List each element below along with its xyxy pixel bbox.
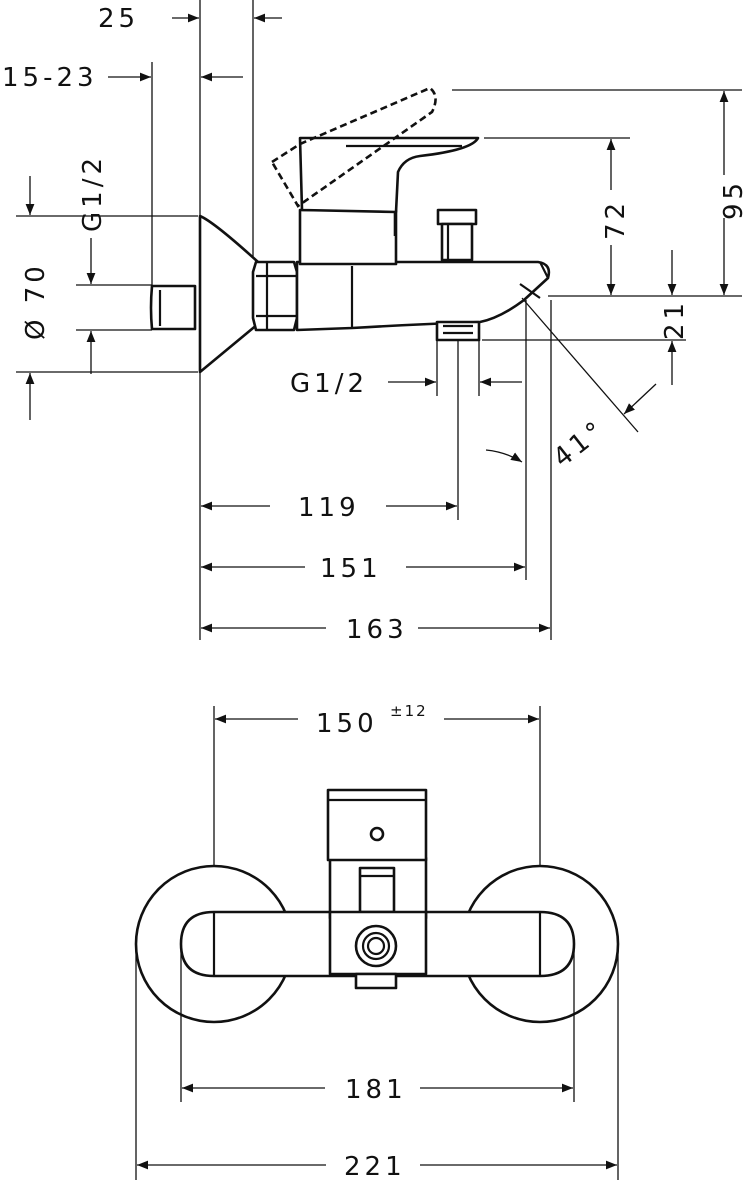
lever-raised-outline: [270, 86, 437, 208]
dim-163: 163: [201, 615, 550, 645]
dim-15-23-label: 15-23: [2, 63, 98, 93]
spout-body: [295, 260, 551, 332]
hex-nut: [251, 260, 299, 332]
wall-connector: [149, 284, 197, 331]
dim-g12-outlet: G1/2: [290, 340, 522, 399]
dim-150: 150 ±12: [213, 702, 541, 878]
dim-angle-41: 41°: [485, 297, 657, 474]
outlet-thread-front: [354, 972, 398, 990]
height-max-label: 95: [719, 179, 748, 220]
dim-15-23: 15-23: [2, 63, 243, 93]
angle-label: 41°: [548, 414, 612, 473]
dim-221: 221: [135, 944, 619, 1182]
depth-outlet-label: 119: [298, 493, 360, 523]
thread-wall-label: G1/2: [78, 154, 108, 232]
diameter-label: Ø 70: [21, 262, 51, 340]
lever-indicator-dot: [369, 826, 385, 842]
dim-25: 25: [98, 4, 282, 34]
depth-spout-label: 151: [320, 554, 382, 584]
dim-g12-wall: G1/2: [16, 154, 198, 232]
height-lever-label: 72: [601, 199, 631, 240]
mixer-lever: [298, 136, 480, 214]
centres-label: 150: [316, 709, 378, 739]
outlet-aerator: [354, 924, 398, 968]
diverter-front: [358, 866, 396, 914]
spout-drop-label: 21: [660, 299, 690, 340]
side-view: 25 15-23 G1/2 Ø 70: [2, 0, 748, 645]
dim-151: 151: [201, 554, 525, 584]
dim-119: 119: [201, 493, 457, 523]
thread-outlet-label: G1/2: [290, 369, 368, 399]
dim-21: 21: [660, 250, 690, 385]
diverter-knob: [436, 208, 478, 226]
wall-rosette: [198, 214, 260, 374]
dim-95: 95: [719, 91, 748, 295]
body-width-label: 181: [345, 1075, 407, 1105]
dim-diameter-70: Ø 70: [16, 238, 198, 420]
depth-total-label: 163: [346, 615, 408, 645]
outlet-thread: [435, 320, 481, 342]
dim-72: 72: [601, 139, 631, 295]
centres-tolerance-label: ±12: [390, 702, 428, 720]
lever-front: [326, 788, 428, 862]
front-view: 150 ±12 181: [134, 702, 620, 1182]
dim-25-label: 25: [98, 4, 139, 34]
total-width-label: 221: [344, 1152, 406, 1182]
dim-181: 181: [180, 944, 575, 1105]
